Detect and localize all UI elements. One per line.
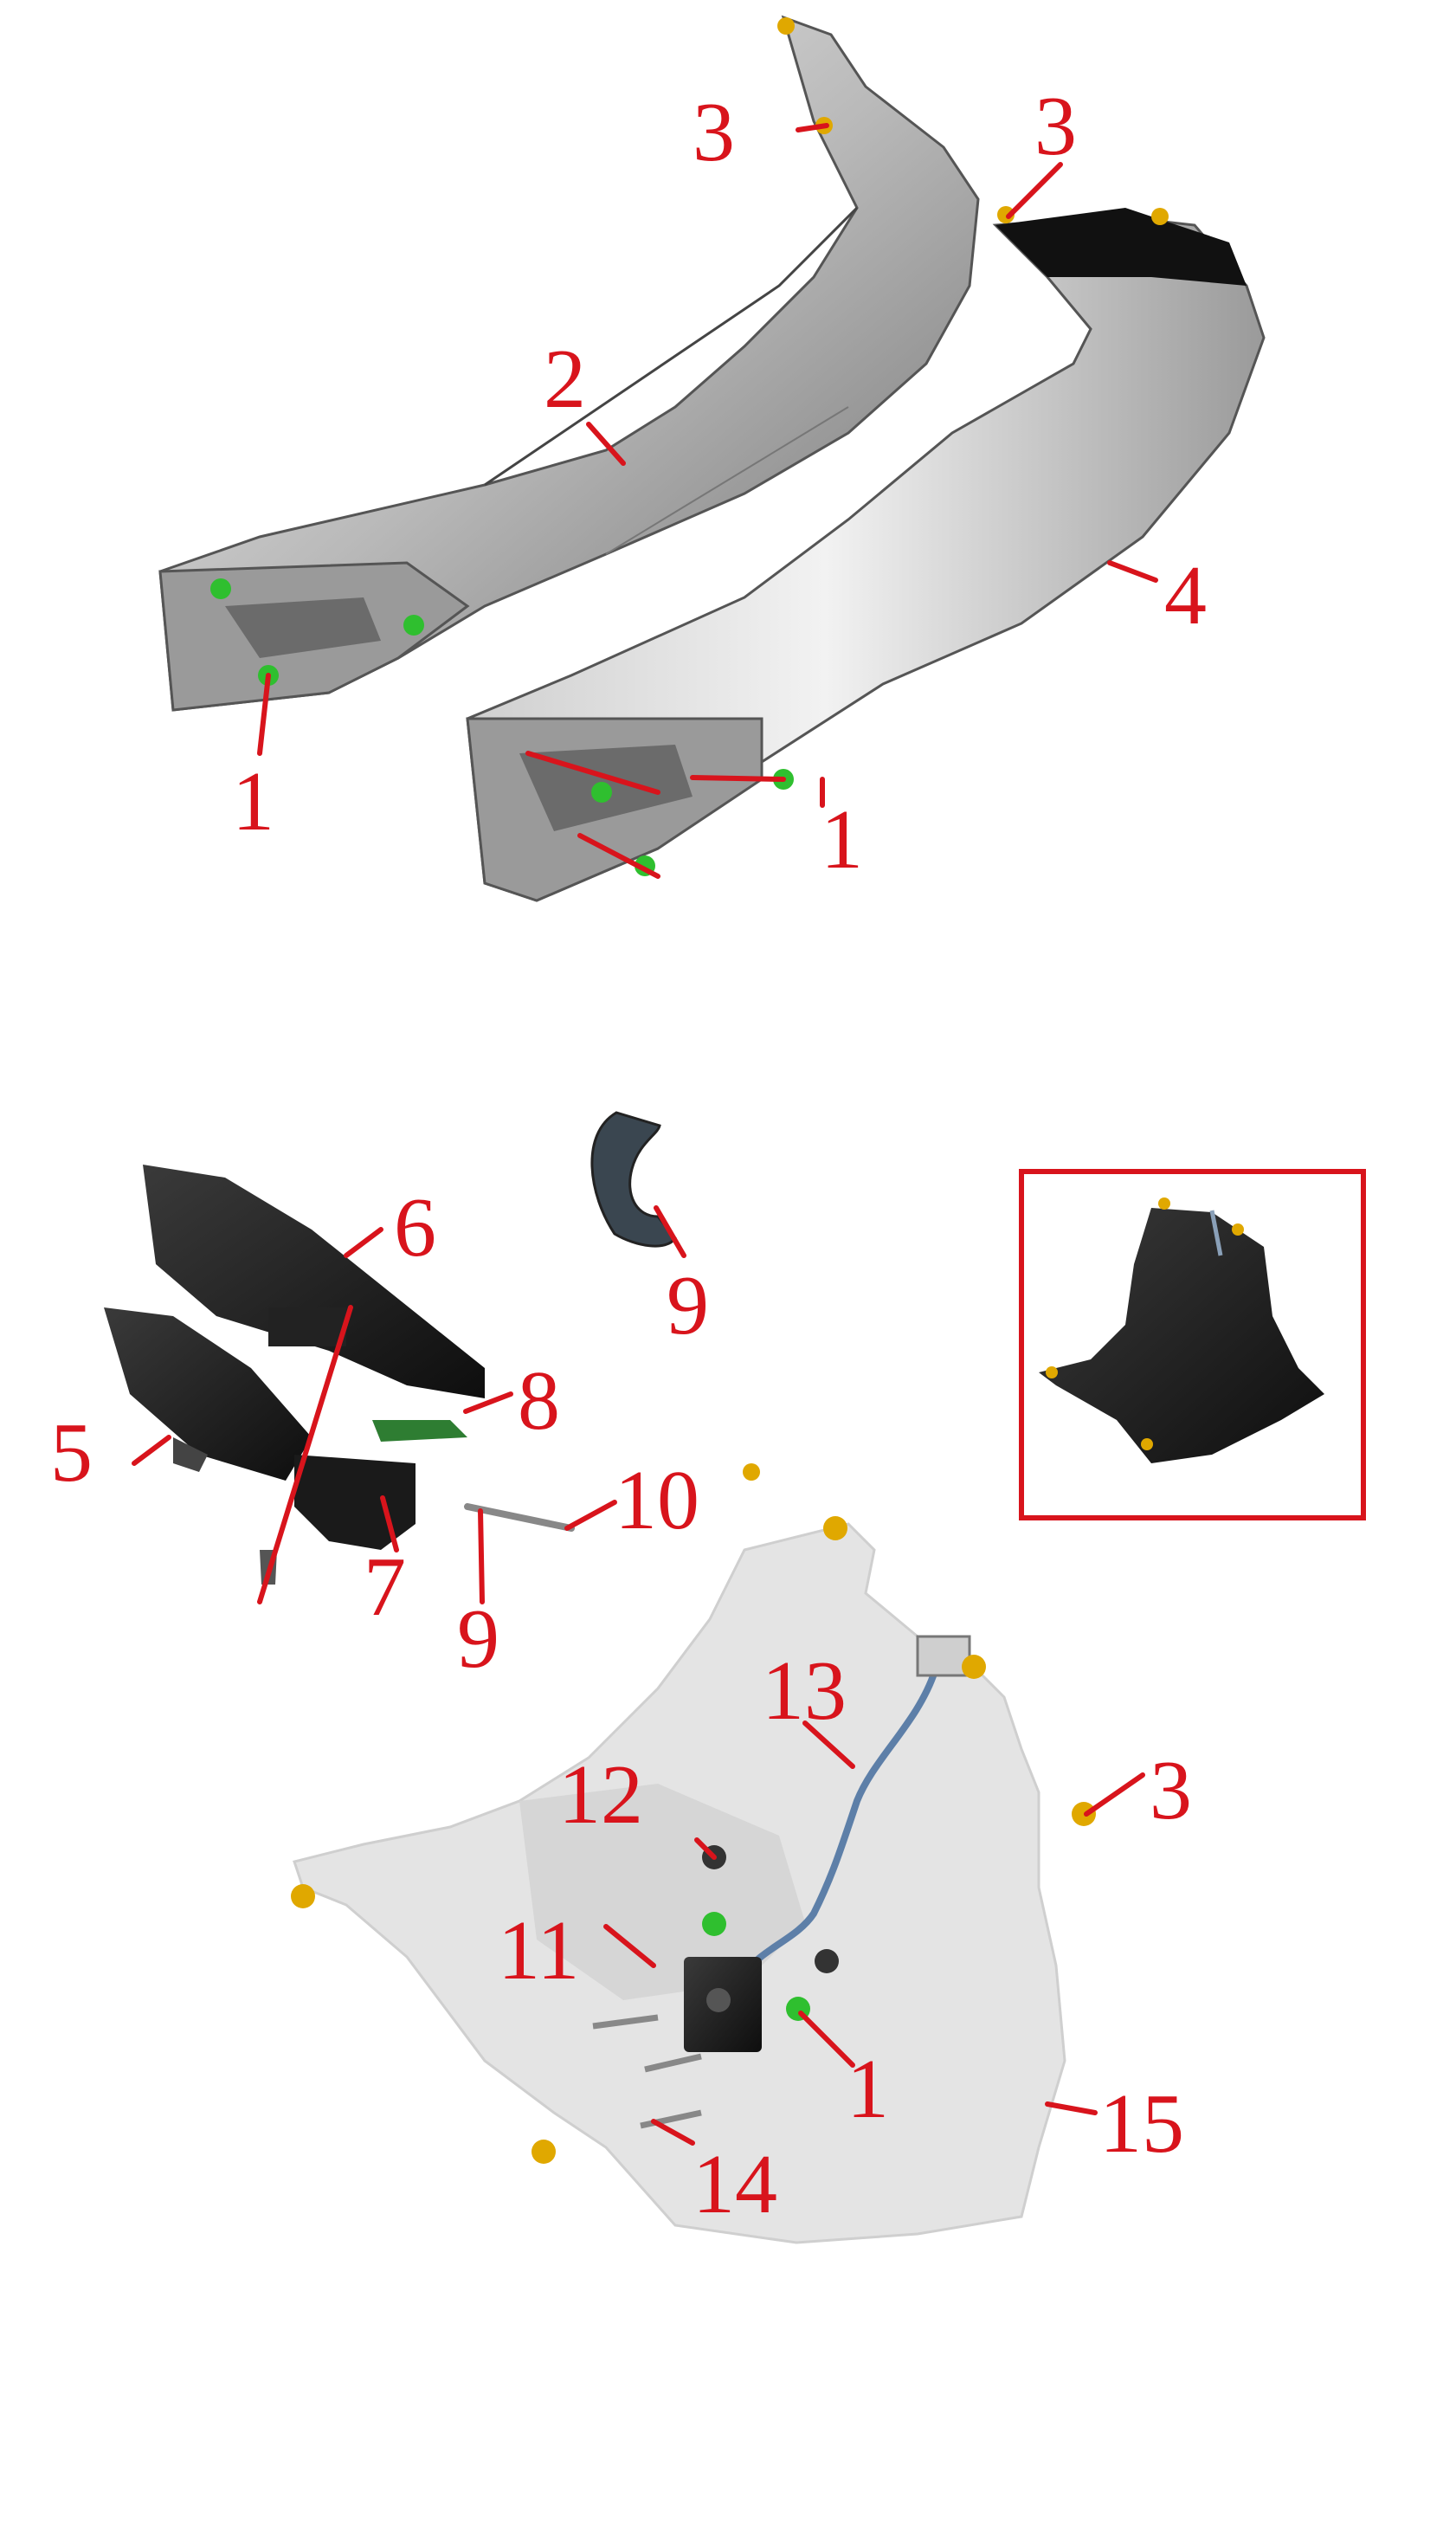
callout-7: 7 <box>364 1540 406 1634</box>
callout-14: 14 <box>693 2138 777 2231</box>
callout-8: 8 <box>518 1354 560 1448</box>
part-7-hinge <box>294 1455 416 1550</box>
callout-1-right: 1 <box>821 793 863 887</box>
part-5-bottom-cover <box>104 1307 312 1481</box>
callout-9-clip: 9 <box>667 1259 709 1352</box>
detail-inset <box>1019 1169 1366 1520</box>
part-14-screws <box>592 2014 702 2129</box>
callout-4: 4 <box>1164 549 1207 642</box>
callout-10: 10 <box>615 1454 699 1547</box>
callout-11: 11 <box>498 1904 579 1998</box>
part-13-wire-harness <box>741 1635 971 1977</box>
part-2-inner-panel <box>158 15 980 712</box>
callout-1-lower: 1 <box>847 2043 889 2136</box>
part-8-spring <box>372 1420 467 1442</box>
callout-5: 5 <box>50 1406 93 1500</box>
callout-13: 13 <box>762 1644 847 1738</box>
part-11-switch <box>684 1957 762 2052</box>
callout-15: 15 <box>1099 2077 1184 2171</box>
callout-6: 6 <box>394 1181 436 1275</box>
part-6-top-cover <box>143 1165 485 1398</box>
callout-3-top-right: 3 <box>1034 80 1077 173</box>
callout-2: 2 <box>544 332 586 426</box>
callout-1-left: 1 <box>232 755 274 849</box>
leader-lines <box>132 123 1158 2146</box>
fasteners <box>210 17 1169 2164</box>
callout-3-top-left: 3 <box>693 86 735 179</box>
callout-9-shaft: 9 <box>457 1592 499 1686</box>
callout-12: 12 <box>558 1748 643 1842</box>
callout-3-right: 3 <box>1150 1744 1192 1837</box>
part-10-shaft <box>464 1503 575 1532</box>
part-9-clip <box>590 1111 677 1248</box>
callout-labels: 3 3 2 4 1 1 6 9 8 5 10 7 9 13 12 3 11 1 … <box>50 80 1207 2231</box>
